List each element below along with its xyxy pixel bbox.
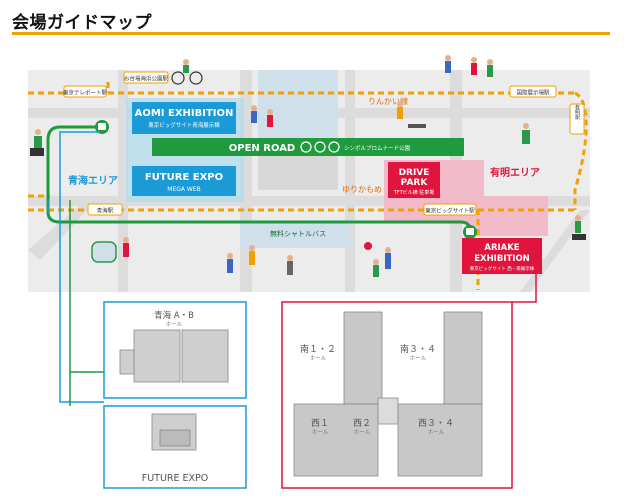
aomi-exhibition-name: AOMI EXHIBITION (135, 108, 234, 119)
ariake-exhibition-sub: 東京ビッグサイト 西・南展示棟 (470, 265, 535, 272)
future-expo-sub: MEGA WEB (167, 186, 200, 193)
ariake-exhibition-name-1: ARIAKE (484, 243, 519, 253)
shuttle-zone (240, 222, 350, 248)
label-rinkai: りんかい線 (368, 96, 408, 106)
west34-name: 西３・４ (418, 418, 454, 429)
bus-icon (95, 120, 109, 134)
south12-name: 南１・２ (300, 343, 336, 355)
west1-sub: ホール (312, 429, 329, 436)
drive-park-box[interactable] (388, 162, 440, 198)
station-labels: 東京テレポート駅 お台場海浜公園駅 国際展示場駅 有明駅 青海駅 東京ビッグサイ… (63, 71, 585, 216)
south12-sub: ホール (310, 355, 327, 362)
south-west-halls-layout (293, 311, 483, 477)
label-yurikamome: ゆりかもめ (342, 185, 382, 194)
station-bigsight: 東京ビッグサイト駅 (425, 207, 475, 215)
west2-name: 西２ (353, 418, 371, 429)
aomi-exhibition-sub: 東京ビッグサイト青海展示棟 (148, 121, 220, 129)
station-telecom: 東京テレポート駅 (63, 89, 108, 97)
south34-name: 南３・４ (400, 343, 436, 355)
station-aomi: 青海駅 (97, 207, 114, 215)
open-road-badges-icon (300, 141, 340, 153)
south34-sub: ホール (410, 355, 427, 362)
open-road-bar[interactable] (152, 138, 464, 156)
west1-name: 西１ (311, 418, 329, 429)
west2-sub: ホール (354, 429, 371, 436)
people-illustrations-icon (30, 55, 586, 277)
shuttle-route (46, 125, 472, 231)
aomi-ab-layout (119, 329, 229, 383)
station-odaiba: お台場海浜公園駅 (124, 75, 169, 83)
page-title: 会場ガイドマップ (12, 13, 152, 33)
aomi-ab-name: 青海 A・B (154, 310, 194, 321)
station-kokusai: 国際展示場駅 (516, 89, 550, 97)
open-road-name: OPEN ROAD (229, 143, 295, 154)
west34-sub: ホール (428, 429, 445, 436)
label-shuttle: 無料シャトルバス (270, 229, 326, 238)
future-expo-box[interactable] (132, 166, 236, 196)
aomi-ab-sub: ホール (166, 321, 183, 328)
drive-park-name-1: DRIVE (399, 168, 430, 178)
future-expo-plan-name: FUTURE EXPO (142, 473, 209, 484)
title-underline (12, 32, 610, 35)
station-ariake: 有明駅 (574, 104, 580, 121)
future-expo-layout (151, 413, 197, 451)
connector-lines (47, 131, 537, 406)
ariake-area-label: 有明エリア (490, 166, 540, 179)
aomi-exhibition-box[interactable] (132, 102, 236, 134)
open-road-sub: シンボルプロムナード公園 (344, 144, 411, 152)
future-expo-name: FUTURE EXPO (145, 172, 223, 183)
aomi-area-label: 青海エリア (68, 174, 118, 187)
bus-icon (463, 225, 477, 239)
ariake-exhibition-box[interactable] (462, 238, 542, 274)
drive-park-name-2: PARK (401, 178, 429, 188)
parking-zone (258, 150, 338, 190)
drive-park-sub: TFTビル横 駐車場 (393, 189, 435, 196)
ariake-exhibition-name-2: EXHIBITION (474, 254, 530, 264)
